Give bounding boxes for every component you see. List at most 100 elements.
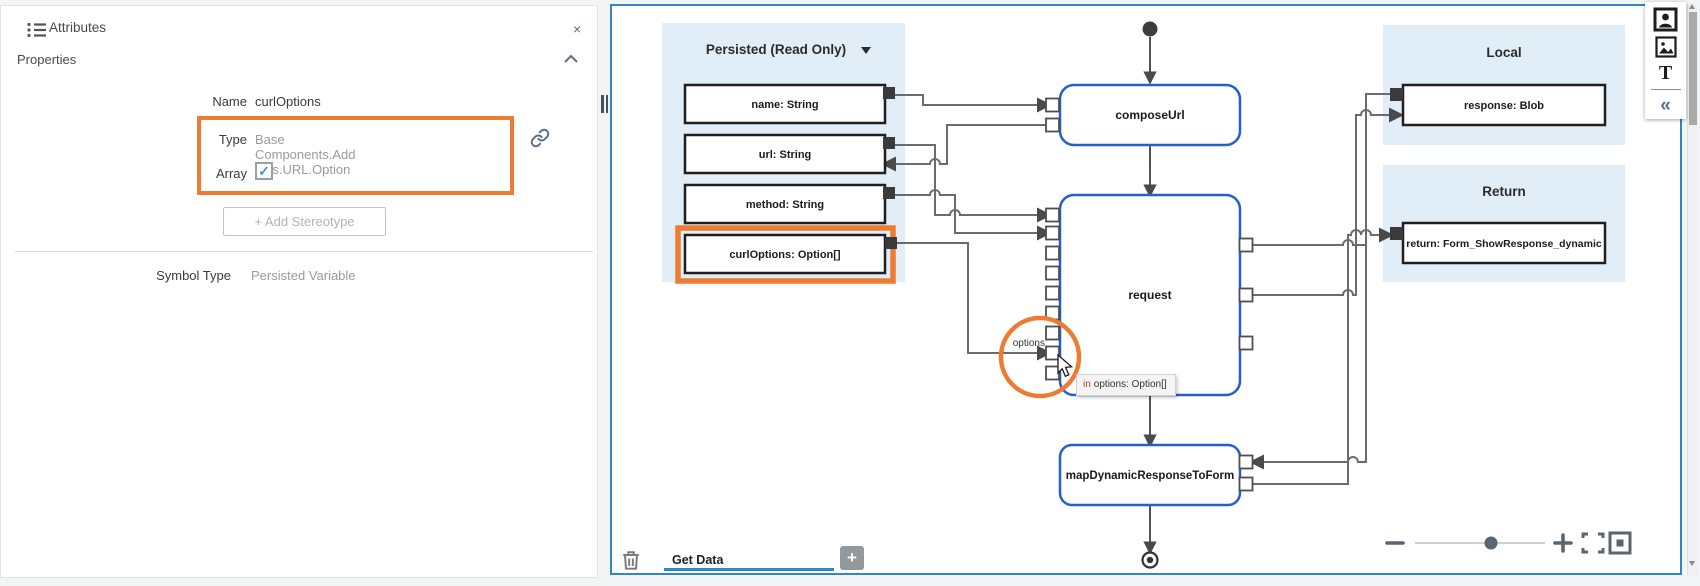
port-method-out[interactable] bbox=[883, 187, 895, 199]
canvas-toolbar: T « bbox=[1645, 2, 1686, 119]
node-request-label: request bbox=[1128, 288, 1171, 302]
port-map-in1 bbox=[1238, 454, 1254, 470]
node-ports[interactable] bbox=[1045, 97, 1254, 492]
highlight-circle-options bbox=[998, 315, 1082, 399]
var-label-method: method: String bbox=[746, 199, 824, 211]
var-box-curloptions[interactable] bbox=[683, 233, 887, 275]
var-box-url[interactable] bbox=[683, 133, 887, 175]
port-request-in2 bbox=[1045, 225, 1060, 241]
wire-request-to-map bbox=[1249, 245, 1367, 470]
array-checkbox[interactable]: ✓ bbox=[255, 162, 273, 180]
fullscreen-icon[interactable] bbox=[1581, 532, 1605, 554]
tab-get-data[interactable]: Get Data bbox=[672, 553, 724, 567]
var-label-curloptions: curlOptions: Option[] bbox=[729, 249, 841, 261]
type-label: Type bbox=[218, 132, 247, 147]
port-request-in4 bbox=[1045, 265, 1060, 281]
text-tool-icon[interactable]: T bbox=[1658, 62, 1673, 84]
wire-map-to-return bbox=[1252, 227, 1394, 485]
port-composeurl-out1 bbox=[1045, 117, 1060, 133]
toolbar-divider bbox=[1650, 89, 1681, 90]
port-composeurl-in1 bbox=[1045, 97, 1060, 113]
zoom-in-icon[interactable] bbox=[1553, 533, 1573, 553]
scrollbar-thumb[interactable] bbox=[1688, 12, 1697, 125]
image-icon[interactable] bbox=[1650, 33, 1682, 60]
trash-icon[interactable] bbox=[620, 549, 642, 571]
port-request-in1 bbox=[1045, 207, 1060, 223]
chevron-up-icon[interactable] bbox=[564, 54, 578, 63]
portrait-image-icon[interactable] bbox=[1650, 6, 1682, 33]
vertical-scrollbar[interactable] bbox=[1687, 4, 1698, 575]
array-label: Array bbox=[215, 166, 247, 181]
name-value[interactable]: curlOptions bbox=[255, 94, 321, 109]
symbol-type-label: Symbol Type bbox=[156, 268, 231, 283]
properties-section-title: Properties bbox=[17, 52, 77, 67]
port-request-in9 bbox=[1045, 365, 1060, 381]
mouse-cursor-icon bbox=[1057, 353, 1074, 378]
section-divider bbox=[15, 251, 593, 252]
close-icon[interactable]: × bbox=[573, 21, 582, 37]
name-label: Name bbox=[212, 94, 247, 109]
node-composeurl[interactable] bbox=[1058, 83, 1242, 147]
attributes-panel: Attributes × Properties Name curlOptions… bbox=[0, 5, 598, 578]
port-request-out1 bbox=[1238, 237, 1254, 253]
link-icon[interactable] bbox=[530, 128, 550, 148]
active-tab-underline bbox=[664, 568, 834, 571]
node-composeurl-label: composeUrl bbox=[1115, 108, 1184, 122]
panel-resize-handle[interactable] bbox=[601, 95, 608, 113]
add-tab-button[interactable]: + bbox=[840, 546, 864, 570]
port-request-options-in bbox=[1045, 345, 1060, 361]
highlight-outline-type-array bbox=[197, 116, 514, 195]
port-name-out[interactable] bbox=[883, 87, 895, 99]
port-request-in3 bbox=[1045, 245, 1060, 261]
persisted-variable-boxes: name: String url: String method: String … bbox=[675, 83, 897, 284]
end-node-dot bbox=[1146, 556, 1154, 564]
list-icon bbox=[27, 22, 46, 38]
port-request-in7 bbox=[1045, 325, 1060, 341]
tooltip-direction: in bbox=[1083, 379, 1091, 390]
var-label-url: url: String bbox=[759, 149, 812, 161]
persisted-section-title[interactable]: Persisted (Read Only) bbox=[706, 42, 846, 57]
port-return-in[interactable] bbox=[1390, 227, 1403, 240]
add-stereotype-button[interactable]: + Add Stereotype bbox=[223, 207, 386, 236]
zoom-slider-knob[interactable] bbox=[1484, 536, 1498, 550]
highlight-outline-curloptions bbox=[675, 225, 896, 284]
wire-method-to-request bbox=[895, 189, 1052, 241]
fit-view-icon[interactable] bbox=[1608, 531, 1632, 555]
wire-curloptions-to-options-port bbox=[897, 242, 1052, 361]
wire-request-to-response-2 bbox=[1252, 107, 1404, 296]
var-box-method[interactable] bbox=[683, 183, 887, 225]
scrollbar-up-arrow[interactable] bbox=[1689, 4, 1695, 9]
var-box-response[interactable] bbox=[1401, 83, 1607, 127]
wires bbox=[881, 93, 1404, 485]
tooltip-text: options: Option[] bbox=[1093, 379, 1167, 390]
collapse-toolbar-icon[interactable]: « bbox=[1660, 94, 1671, 116]
var-label-name: name: String bbox=[751, 99, 818, 111]
port-request-out2 bbox=[1238, 287, 1254, 303]
symbol-type-value: Persisted Variable bbox=[251, 268, 356, 283]
var-box-return[interactable] bbox=[1401, 221, 1607, 265]
scrollbar-down-arrow[interactable] bbox=[1689, 561, 1695, 566]
zoom-controls bbox=[1385, 531, 1632, 555]
node-map[interactable] bbox=[1058, 443, 1242, 507]
wire-composeurl-to-url bbox=[881, 124, 1046, 172]
port-curloptions-out[interactable] bbox=[885, 237, 897, 249]
port-request-in5 bbox=[1045, 285, 1060, 301]
type-value[interactable]: Base Components.Add Ons.URL.Option bbox=[255, 132, 356, 177]
var-label-response: response: Blob bbox=[1464, 100, 1544, 112]
var-box-name[interactable] bbox=[683, 83, 887, 125]
port-url-out[interactable] bbox=[883, 137, 895, 149]
return-section-title: Return bbox=[1482, 184, 1526, 199]
wire-url-to-request bbox=[895, 144, 1052, 223]
wire-name-to-composeurl bbox=[895, 94, 1052, 113]
port-request-out3 bbox=[1238, 335, 1254, 351]
flow-canvas[interactable]: Persisted (Read Only) Local Return bbox=[610, 4, 1682, 575]
local-section-title: Local bbox=[1486, 45, 1521, 60]
dropdown-caret-icon[interactable] bbox=[861, 47, 871, 54]
port-map-out1 bbox=[1238, 476, 1254, 492]
start-node[interactable] bbox=[1142, 21, 1158, 37]
port-response-in[interactable] bbox=[1390, 88, 1403, 101]
flow-diagram: Persisted (Read Only) Local Return bbox=[662, 21, 1625, 569]
var-label-return: return: Form_ShowResponse_dynamic bbox=[1406, 238, 1602, 250]
